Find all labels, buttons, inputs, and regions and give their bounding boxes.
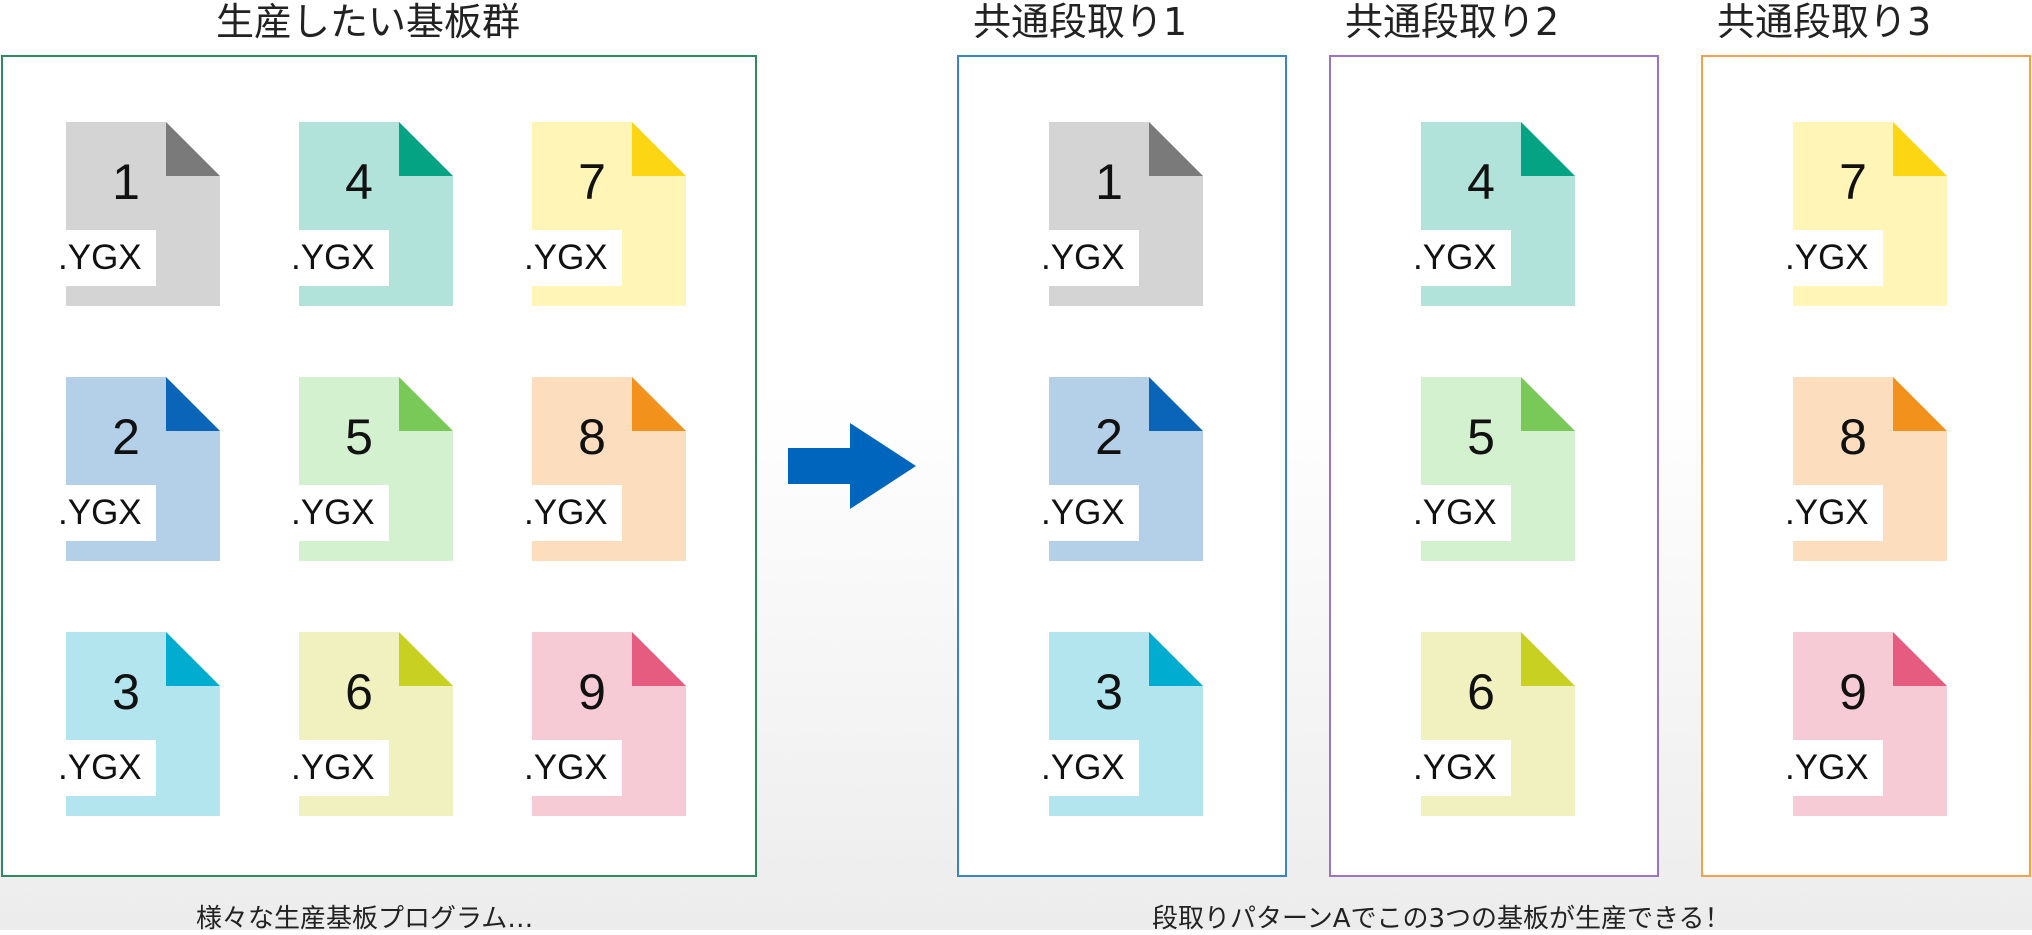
file-extension-label: .YGX: [1413, 485, 1511, 541]
result-caption: 段取りパターンAでこの3つの基板が生産できる！: [1152, 904, 1731, 934]
file-number: 9: [578, 664, 606, 720]
ygx-file-icon: 2 .YGX: [1041, 377, 1203, 561]
ygx-file-icon: 8 .YGX: [1785, 377, 1947, 561]
file-extension-label: .YGX: [1785, 230, 1883, 286]
file-extension-label: .YGX: [58, 485, 156, 541]
file-extension-label: .YGX: [58, 230, 156, 286]
ygx-file-icon: 3 .YGX: [58, 632, 220, 816]
file-number: 3: [112, 664, 140, 720]
setup-2-heading: 共通段取り2: [1345, 0, 1560, 44]
file-extension-label: .YGX: [1785, 740, 1883, 796]
file-number: 8: [578, 409, 606, 465]
file-extension-label: .YGX: [1413, 740, 1511, 796]
file-extension-label: .YGX: [58, 740, 156, 796]
file-extension-label: .YGX: [524, 230, 622, 286]
file-number: 9: [1839, 664, 1867, 720]
file-extension-label: .YGX: [291, 485, 389, 541]
file-number: 7: [578, 154, 606, 210]
file-number: 1: [112, 154, 140, 210]
ygx-file-icon: 7 .YGX: [1785, 122, 1947, 306]
ygx-file-icon: 6 .YGX: [291, 632, 453, 816]
file-number: 7: [1839, 154, 1867, 210]
ygx-file-icon: 1 .YGX: [1041, 122, 1203, 306]
ygx-file-icon: 6 .YGX: [1413, 632, 1575, 816]
file-number: 6: [345, 664, 373, 720]
file-number: 6: [1467, 664, 1495, 720]
file-extension-label: .YGX: [1041, 485, 1139, 541]
file-extension-label: .YGX: [1413, 230, 1511, 286]
file-number: 5: [345, 409, 373, 465]
file-extension-label: .YGX: [1041, 230, 1139, 286]
file-number: 2: [1095, 409, 1123, 465]
source-group-heading: 生産したい基板群: [216, 0, 521, 44]
file-extension-label: .YGX: [1041, 740, 1139, 796]
file-number: 3: [1095, 664, 1123, 720]
setup-3-heading: 共通段取り3: [1717, 0, 1932, 44]
ygx-file-icon: 3 .YGX: [1041, 632, 1203, 816]
file-extension-label: .YGX: [1785, 485, 1883, 541]
file-number: 8: [1839, 409, 1867, 465]
setup-1-heading: 共通段取り1: [973, 0, 1188, 44]
file-extension-label: .YGX: [291, 740, 389, 796]
ygx-file-icon: 9 .YGX: [1785, 632, 1947, 816]
ygx-file-icon: 5 .YGX: [1413, 377, 1575, 561]
file-extension-label: .YGX: [524, 485, 622, 541]
file-extension-label: .YGX: [524, 740, 622, 796]
ygx-file-icon: 7 .YGX: [524, 122, 686, 306]
ygx-file-icon: 4 .YGX: [1413, 122, 1575, 306]
file-number: 4: [345, 154, 373, 210]
ygx-file-icon: 1 .YGX: [58, 122, 220, 306]
file-number: 2: [112, 409, 140, 465]
file-number: 5: [1467, 409, 1495, 465]
ygx-file-icon: 4 .YGX: [291, 122, 453, 306]
file-extension-label: .YGX: [291, 230, 389, 286]
ygx-file-icon: 9 .YGX: [524, 632, 686, 816]
file-number: 4: [1467, 154, 1495, 210]
ygx-file-icon: 5 .YGX: [291, 377, 453, 561]
ygx-file-icon: 8 .YGX: [524, 377, 686, 561]
file-number: 1: [1095, 154, 1123, 210]
source-caption: 様々な生産基板プログラム…: [196, 904, 534, 934]
ygx-file-icon: 2 .YGX: [58, 377, 220, 561]
right-arrow-icon: [788, 423, 916, 509]
